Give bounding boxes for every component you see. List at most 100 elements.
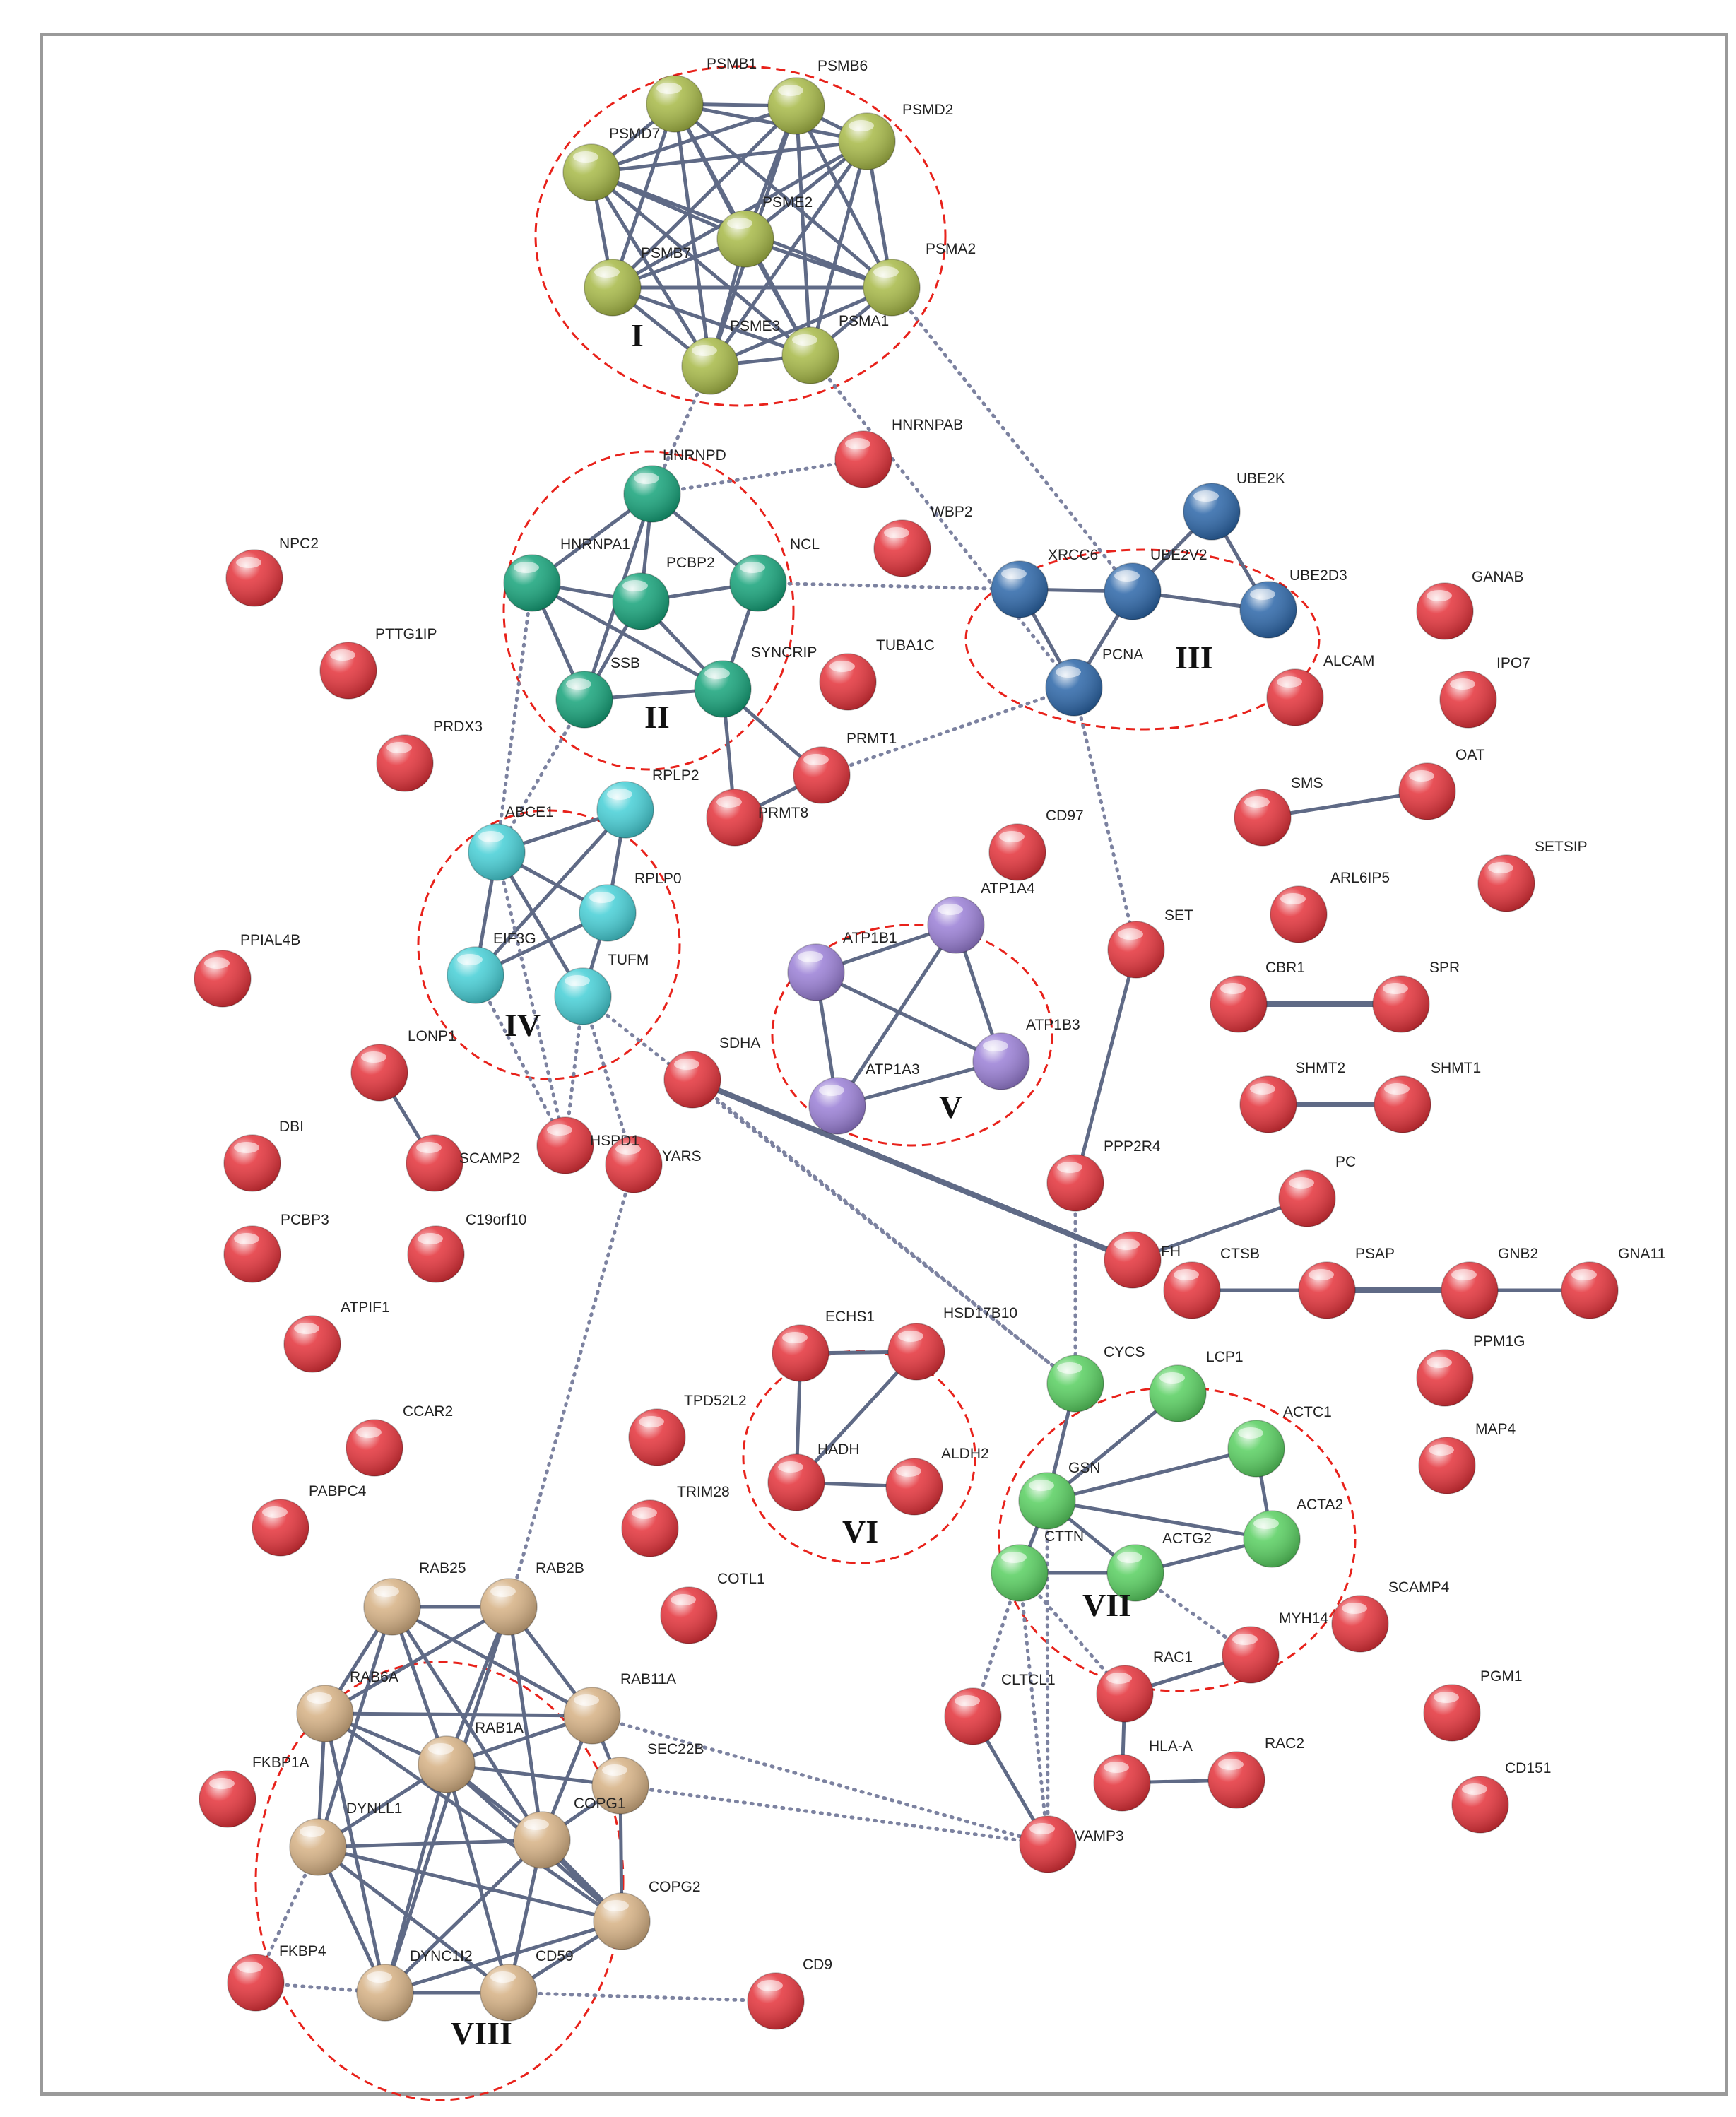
node-hsd17b10[interactable]	[887, 1323, 945, 1381]
node-acta2[interactable]	[1243, 1510, 1301, 1568]
node-actc1[interactable]	[1227, 1420, 1285, 1478]
node-psme3[interactable]	[681, 337, 739, 395]
node-npc2[interactable]	[225, 549, 283, 607]
node-rac1[interactable]	[1096, 1665, 1154, 1723]
node-hnrnpd[interactable]	[623, 465, 681, 523]
node-hla-a[interactable]	[1093, 1754, 1151, 1812]
node-psmb7[interactable]	[584, 259, 642, 317]
node-vamp3[interactable]	[1019, 1815, 1077, 1873]
node-atp1a3[interactable]	[808, 1077, 866, 1135]
node-yars[interactable]	[605, 1136, 663, 1193]
node-rab25[interactable]	[363, 1578, 421, 1636]
node-tufm[interactable]	[554, 967, 612, 1025]
node-actg2[interactable]	[1106, 1544, 1164, 1602]
node-ssb[interactable]	[555, 671, 613, 729]
node-rab2b[interactable]	[480, 1578, 538, 1636]
node-shmt1[interactable]	[1374, 1075, 1431, 1133]
node-cttn[interactable]	[991, 1544, 1049, 1602]
node-cltcl1[interactable]	[944, 1687, 1002, 1745]
node-ppial4b[interactable]	[194, 950, 252, 1008]
node-ube2d3[interactable]	[1239, 581, 1297, 639]
node-cotl1[interactable]	[660, 1586, 718, 1644]
node-oat[interactable]	[1398, 762, 1456, 820]
node-psme2[interactable]	[716, 210, 774, 268]
node-myh14[interactable]	[1222, 1626, 1280, 1684]
node-scamp4[interactable]	[1331, 1595, 1389, 1653]
node-rac2[interactable]	[1207, 1751, 1265, 1809]
node-psap[interactable]	[1298, 1261, 1356, 1319]
node-rplp0[interactable]	[579, 884, 637, 942]
node-cycs[interactable]	[1046, 1355, 1104, 1413]
node-cd97[interactable]	[988, 823, 1046, 881]
node-rab11a[interactable]	[563, 1687, 621, 1745]
node-hadh[interactable]	[767, 1453, 825, 1511]
node-map4[interactable]	[1418, 1437, 1476, 1494]
node-dbi[interactable]	[223, 1134, 281, 1192]
node-atpif1[interactable]	[283, 1315, 341, 1373]
node-setsip[interactable]	[1477, 854, 1535, 912]
node-copg2[interactable]	[593, 1892, 651, 1950]
node-hspd1[interactable]	[536, 1116, 594, 1174]
node-aldh2[interactable]	[885, 1458, 943, 1516]
node-psmd7[interactable]	[562, 143, 620, 201]
node-alcam[interactable]	[1266, 668, 1324, 726]
node-xrcc6[interactable]	[991, 560, 1049, 618]
node-abce1[interactable]	[468, 823, 526, 881]
node-ube2k[interactable]	[1183, 483, 1241, 541]
node-cbr1[interactable]	[1210, 975, 1268, 1033]
node-copg1[interactable]	[513, 1811, 571, 1869]
node-gna11[interactable]	[1561, 1261, 1619, 1319]
node-ipo7[interactable]	[1439, 671, 1497, 729]
node-psmb6[interactable]	[767, 77, 825, 135]
node-sec22b[interactable]	[591, 1757, 649, 1815]
node-ppp2r4[interactable]	[1046, 1154, 1104, 1212]
node-hnrnpab[interactable]	[834, 430, 892, 488]
node-psma2[interactable]	[863, 259, 921, 317]
node-fkbp4[interactable]	[227, 1954, 285, 2012]
node-ganab[interactable]	[1416, 582, 1474, 640]
node-fh[interactable]	[1104, 1231, 1162, 1289]
node-spr[interactable]	[1372, 975, 1430, 1033]
node-syncrip[interactable]	[694, 660, 752, 718]
node-c19orf10[interactable]	[407, 1225, 465, 1283]
node-tpd52l2[interactable]	[628, 1408, 686, 1466]
node-psmb1[interactable]	[646, 75, 704, 133]
node-dync1i2[interactable]	[356, 1964, 414, 2022]
node-ctsb[interactable]	[1163, 1261, 1221, 1319]
node-pc[interactable]	[1278, 1169, 1336, 1227]
node-psma1[interactable]	[781, 326, 839, 384]
node-gnb2[interactable]	[1441, 1261, 1499, 1319]
node-tuba1c[interactable]	[819, 653, 877, 711]
node-atp1b1[interactable]	[787, 943, 845, 1001]
node-pgm1[interactable]	[1423, 1684, 1481, 1742]
node-psmd2[interactable]	[838, 112, 896, 170]
node-arl6ip5[interactable]	[1270, 885, 1328, 943]
node-pcna[interactable]	[1045, 659, 1103, 717]
node-cd59[interactable]	[480, 1964, 538, 2022]
node-fkbp1a[interactable]	[199, 1770, 256, 1828]
node-wbp2[interactable]	[873, 519, 931, 577]
node-hnrnpa1[interactable]	[503, 554, 561, 612]
node-atp1a4[interactable]	[927, 896, 985, 954]
node-sdha[interactable]	[663, 1051, 721, 1109]
node-ube2v2[interactable]	[1104, 562, 1162, 620]
node-trim28[interactable]	[621, 1499, 679, 1557]
node-rab6a[interactable]	[296, 1685, 354, 1742]
node-cd151[interactable]	[1451, 1776, 1509, 1834]
node-prmt8[interactable]	[706, 789, 764, 847]
node-lonp1[interactable]	[350, 1044, 408, 1102]
node-eif3g[interactable]	[447, 946, 504, 1004]
node-scamp2[interactable]	[406, 1134, 463, 1192]
node-dynll1[interactable]	[289, 1818, 347, 1876]
node-rplp2[interactable]	[596, 781, 654, 839]
node-pabpc4[interactable]	[252, 1499, 309, 1557]
node-prdx3[interactable]	[376, 734, 434, 792]
node-pcbp3[interactable]	[223, 1225, 281, 1283]
node-ccar2[interactable]	[346, 1419, 403, 1477]
node-pcbp2[interactable]	[612, 572, 670, 630]
node-atp1b3[interactable]	[972, 1032, 1030, 1090]
node-gsn[interactable]	[1018, 1472, 1076, 1530]
node-cd9[interactable]	[747, 1972, 805, 2030]
node-echs1[interactable]	[772, 1324, 829, 1382]
node-ncl[interactable]	[729, 554, 787, 612]
